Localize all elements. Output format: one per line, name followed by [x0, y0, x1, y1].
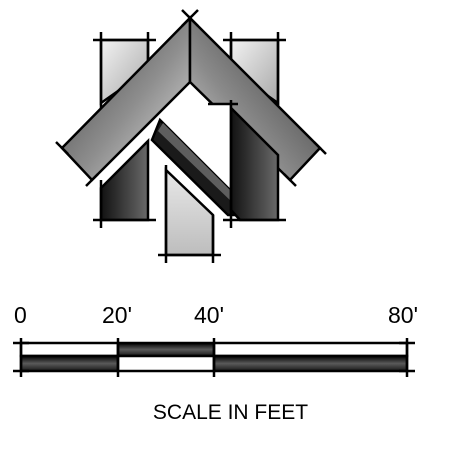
n-left-leg: [93, 137, 156, 228]
scale-segment-bottom-2: [116, 354, 216, 373]
scale-ticks: [13, 338, 415, 377]
scale-label-80: 80': [388, 302, 418, 328]
scale-bar: [13, 338, 415, 377]
scale-caption: SCALE IN FEET: [152, 401, 309, 424]
scale-label-0: 0: [14, 302, 27, 328]
scale-segment-top-2: [116, 341, 216, 358]
chevron-arrow-head: [55, 9, 327, 187]
scale-segment-bottom-3: [212, 354, 409, 373]
n-right-leg: [208, 100, 286, 228]
n-center-leg: [158, 165, 221, 263]
n-diagonal: [150, 117, 239, 217]
scale-label-40: 40': [194, 302, 224, 328]
scale-label-20: 20': [102, 302, 132, 328]
north-arrow-symbol: [55, 9, 327, 263]
scale-segment-bottom-1: [19, 354, 120, 373]
right-back-bar: [223, 32, 286, 110]
scale-segment-top-3: [212, 341, 409, 358]
scale-segment-top-1: [19, 341, 120, 358]
